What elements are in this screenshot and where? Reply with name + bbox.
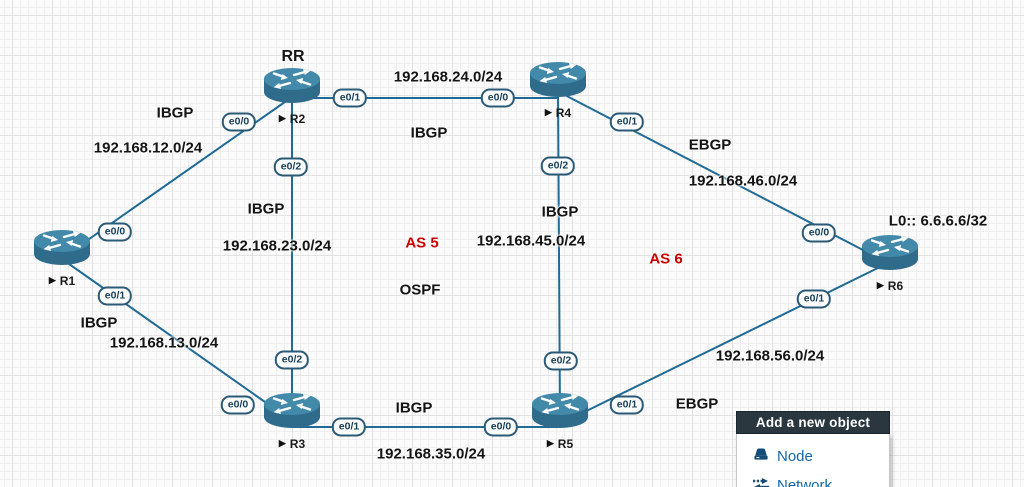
annotation-label: AS 5 — [405, 234, 439, 252]
annotation-label: IBGP — [395, 399, 433, 417]
router-name-label: ▶ R2 — [278, 111, 306, 126]
annotation-label: RR — [281, 48, 305, 65]
interface-label[interactable]: e0/1 — [331, 417, 367, 437]
interface-label[interactable]: e0/1 — [609, 395, 645, 415]
running-indicator-icon: ▶ — [278, 113, 286, 123]
context-menu-body: Node Network — [736, 434, 890, 487]
running-indicator-icon: ▶ — [546, 438, 554, 448]
link-line[interactable] — [61, 258, 293, 422]
router-icon — [859, 231, 921, 275]
interface-label[interactable]: e0/0 — [221, 112, 257, 132]
annotation-label: IBGP — [410, 124, 448, 142]
running-indicator-icon: ▶ — [278, 438, 286, 448]
router-icon — [261, 389, 323, 433]
router-name-label: ▶ R6 — [876, 278, 904, 293]
annotation-label: IBGP — [156, 104, 194, 122]
context-menu-title: Add a new object — [736, 411, 890, 434]
annotation-label: OSPF — [399, 281, 441, 299]
annotation-label: L0:: 6.6.6.6/32 — [888, 212, 988, 230]
annotation-label: 192.168.56.0/24 — [715, 347, 825, 365]
running-indicator-icon: ▶ — [544, 107, 552, 117]
router-node-r5[interactable]: ▶ R5 — [529, 389, 591, 451]
annotation-label: IBGP — [541, 203, 579, 221]
node-icon — [752, 447, 770, 466]
annotation-label: AS 6 — [649, 250, 683, 268]
interface-label[interactable]: e0/2 — [273, 157, 309, 177]
interface-label[interactable]: e0/1 — [332, 88, 368, 108]
router-icon — [31, 226, 93, 270]
router-node-r4[interactable]: ▶ R4 — [527, 58, 589, 120]
router-name-label: ▶ R3 — [278, 436, 306, 451]
running-indicator-icon: ▶ — [876, 280, 884, 290]
router-node-r3[interactable]: ▶ R3 — [261, 389, 323, 451]
interface-label[interactable]: e0/0 — [220, 395, 256, 415]
interface-label[interactable]: e0/1 — [609, 112, 645, 132]
interface-label[interactable]: e0/1 — [796, 289, 832, 309]
interface-label[interactable]: e0/0 — [97, 222, 133, 242]
running-indicator-icon: ▶ — [48, 275, 56, 285]
router-node-r2[interactable]: ▶ R2 — [261, 64, 323, 126]
annotation-label: 192.168.46.0/24 — [688, 172, 798, 190]
router-icon — [529, 389, 591, 433]
annotation-label: 192.168.12.0/24 — [93, 139, 203, 157]
router-name-label: ▶ R5 — [546, 436, 574, 451]
router-name-label: ▶ R4 — [544, 105, 572, 120]
interface-label[interactable]: e0/1 — [97, 286, 133, 306]
interface-label[interactable]: e0/0 — [483, 417, 519, 437]
router-node-r6[interactable]: ▶ R6 — [859, 231, 921, 293]
menu-item-node[interactable]: Node — [752, 442, 889, 471]
router-node-r1[interactable]: ▶ R1 — [31, 226, 93, 288]
interface-label[interactable]: e0/2 — [540, 156, 576, 176]
interface-label[interactable]: e0/2 — [543, 351, 579, 371]
annotation-label: 192.168.23.0/24 — [222, 237, 332, 255]
menu-item-network[interactable]: Network — [752, 471, 889, 487]
menu-item-label: Network — [777, 477, 833, 487]
router-name-label: ▶ R1 — [48, 273, 76, 288]
router-icon — [527, 58, 589, 102]
link-line[interactable] — [557, 89, 561, 421]
interface-label[interactable]: e0/0 — [801, 223, 837, 243]
annotation-label: IBGP — [247, 200, 285, 218]
interface-label[interactable]: e0/2 — [274, 350, 310, 370]
annotation-label: 192.168.24.0/24 — [393, 68, 503, 86]
annotation-label: IBGP — [80, 314, 118, 332]
menu-item-label: Node — [777, 448, 813, 465]
network-icon — [752, 477, 770, 487]
annotation-label: EBGP — [688, 136, 732, 154]
annotation-label: EBGP — [675, 395, 719, 413]
router-icon — [261, 64, 323, 108]
context-menu: Add a new object Node — [736, 411, 890, 487]
annotation-label: 192.168.35.0/24 — [376, 445, 486, 463]
interface-label[interactable]: e0/0 — [480, 88, 516, 108]
annotation-label: 192.168.13.0/24 — [109, 334, 219, 352]
annotation-label: 192.168.45.0/24 — [476, 232, 586, 250]
